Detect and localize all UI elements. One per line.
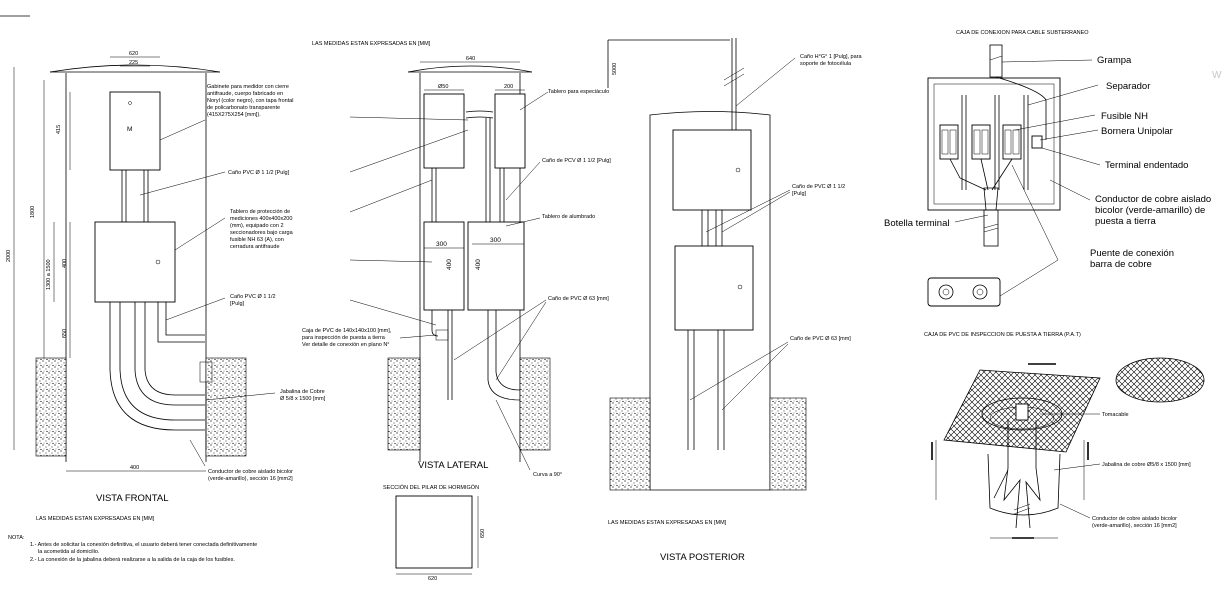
svg-text:Conductor de cobre aislado bic: Conductor de cobre aislado bicolor(verde… <box>208 469 293 482</box>
svg-text:225: 225 <box>129 60 138 66</box>
notes: NOTA: 1.- Antes de solicitar la conexión… <box>8 535 257 563</box>
svg-text:300: 300 <box>490 237 501 244</box>
vista-lateral: 640 Ø50 200 300 300 400 400 Tablero para… <box>302 56 611 478</box>
svg-text:Grampa: Grampa <box>1097 55 1132 66</box>
tablero-proteccion <box>94 221 176 303</box>
svg-text:2000: 2000 <box>6 250 12 262</box>
svg-text:Caño de PVC Ø 1 1/2[Pulg]: Caño de PVC Ø 1 1/2[Pulg] <box>792 184 845 197</box>
svg-text:M: M <box>127 126 132 133</box>
svg-text:1800: 1800 <box>30 206 36 218</box>
svg-text:2.- La conexión de la jabalina: 2.- La conexión de la jabalina deberá re… <box>30 557 235 563</box>
svg-text:650: 650 <box>62 329 68 338</box>
svg-text:1300 a 1500: 1300 a 1500 <box>46 259 52 290</box>
svg-text:Jabalina de cobre Ø5/8 x 1500: Jabalina de cobre Ø5/8 x 1500 [mm] <box>1102 462 1191 468</box>
svg-text:Tablero para especiáculo: Tablero para especiáculo <box>548 89 609 95</box>
seccion-pilar: SECCIÓN DEL PILAR DE HORMIGÓN 650 620 <box>383 484 486 582</box>
view-title-lateral: VISTA LATERAL <box>418 460 488 471</box>
svg-text:SECCIÓN DEL PILAR DE HORMIGÓN: SECCIÓN DEL PILAR DE HORMIGÓN <box>383 484 479 491</box>
svg-text:400: 400 <box>446 259 453 270</box>
svg-text:620: 620 <box>428 576 437 582</box>
svg-text:Tomacable: Tomacable <box>1102 412 1129 418</box>
svg-text:CAJA DE CONEXION PARA CABLE SU: CAJA DE CONEXION PARA CABLE SUBTERRANEO <box>956 30 1089 36</box>
svg-text:Bornera Unipolar: Bornera Unipolar <box>1101 126 1173 137</box>
view-title-posterior: VISTA POSTERIOR <box>660 552 745 563</box>
svg-text:NOTA:: NOTA: <box>8 535 25 541</box>
svg-text:Caño de PVC Ø 63 [mm]: Caño de PVC Ø 63 [mm] <box>548 296 609 302</box>
svg-text:Tablero de alumbrado: Tablero de alumbrado <box>542 214 595 220</box>
caja-conexion: CAJA DE CONEXION PARA CABLE SUBTERRANEO <box>884 30 1222 307</box>
svg-text:415: 415 <box>56 125 62 134</box>
svg-text:650: 650 <box>480 529 486 538</box>
svg-text:CAJA DE PVC DE INSPECCION DE P: CAJA DE PVC DE INSPECCION DE PUESTA A TI… <box>924 332 1081 338</box>
svg-text:Conductor de cobre aislado bic: Conductor de cobre aislado bicolor(verde… <box>1092 516 1177 529</box>
svg-text:Caño de PCV Ø 1 1/2 [Pulg]: Caño de PCV Ø 1 1/2 [Pulg] <box>542 158 611 164</box>
svg-text:Separador: Separador <box>1106 81 1150 92</box>
svg-text:400: 400 <box>62 259 68 268</box>
svg-text:200: 200 <box>504 84 513 90</box>
view-title-frontal: VISTA FRONTAL <box>96 493 169 504</box>
svg-text:Curva a 90°: Curva a 90° <box>533 472 562 478</box>
svg-text:Caja de PVC de 140x140x100 [mm: Caja de PVC de 140x140x100 [mm],para ins… <box>302 328 392 348</box>
caja-pat: CAJA DE PVC DE INSPECCION DE PUESTA A TI… <box>924 332 1205 539</box>
svg-text:Terminal endentado: Terminal endentado <box>1105 160 1188 171</box>
svg-text:620: 620 <box>129 51 138 57</box>
measures-note-top: LAS MEDIDAS ESTAN EXPRESADAS EN [MM] <box>312 41 431 47</box>
svg-text:Caño PVC Ø 1 1/2[Pulg]: Caño PVC Ø 1 1/2[Pulg] <box>230 294 276 307</box>
svg-text:la acometida al domicilio.: la acometida al domicilio. <box>38 549 100 555</box>
pat-lid <box>1115 357 1205 403</box>
svg-text:400: 400 <box>475 259 482 270</box>
svg-text:Caño de PVC Ø 63 [mm]: Caño de PVC Ø 63 [mm] <box>790 336 851 342</box>
svg-text:400: 400 <box>130 465 139 471</box>
svg-text:Caño PVC Ø 1 1/2 [Pulg]: Caño PVC Ø 1 1/2 [Pulg] <box>228 170 290 176</box>
measures-note-mid: LAS MEDIDAS ESTAN EXPRESADAS EN [MM] <box>608 520 727 526</box>
svg-text:1.- Antes de solicitar la cone: 1.- Antes de solicitar la conexión defin… <box>30 542 257 548</box>
svg-text:Fusible NH: Fusible NH <box>1101 111 1148 122</box>
svg-text:300: 300 <box>436 241 447 248</box>
svg-text:Ø50: Ø50 <box>438 84 448 90</box>
vista-frontal: M 620 225 415 1800 2000 1300 a 1500 <box>6 51 326 504</box>
svg-text:Botella terminal: Botella terminal <box>884 218 949 229</box>
svg-text:640: 640 <box>466 56 475 62</box>
measures-note-left: LAS MEDIDAS ESTAN EXPRESADAS EN [MM] <box>36 516 155 522</box>
meter-gabinete <box>109 91 161 171</box>
watermark: W <box>1212 70 1222 81</box>
svg-text:Gabinete para medidor con cier: Gabinete para medidor con cierreantifrau… <box>207 84 294 118</box>
svg-text:5000: 5000 <box>612 63 618 75</box>
